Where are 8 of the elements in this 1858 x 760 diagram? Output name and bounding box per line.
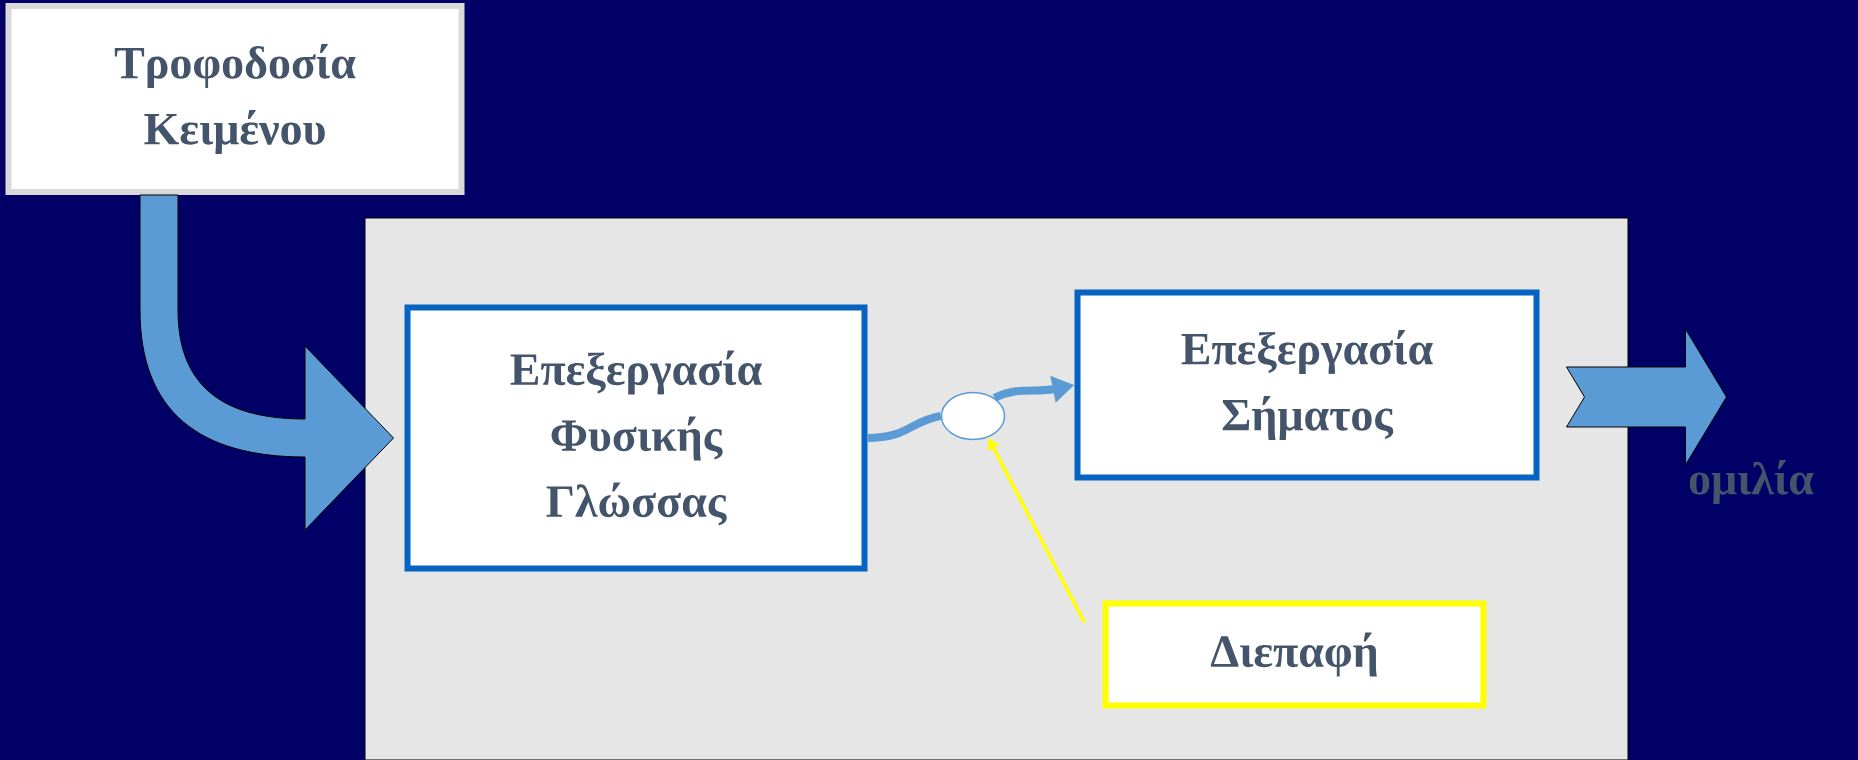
junction-ellipse — [940, 391, 1006, 441]
process-box: Επεξεργασία Σήματος — [1074, 289, 1540, 481]
block-arrow — [1566, 328, 1727, 466]
process-box: Επεξεργασία Φυσικής Γλώσσας — [404, 304, 868, 572]
interface-box: Διεπαφή — [1102, 600, 1487, 709]
input-box: Τροφοδοσία Κειμένου — [5, 3, 465, 195]
block-arrow — [139, 194, 394, 531]
output-label: ομιλία — [1689, 460, 1814, 504]
